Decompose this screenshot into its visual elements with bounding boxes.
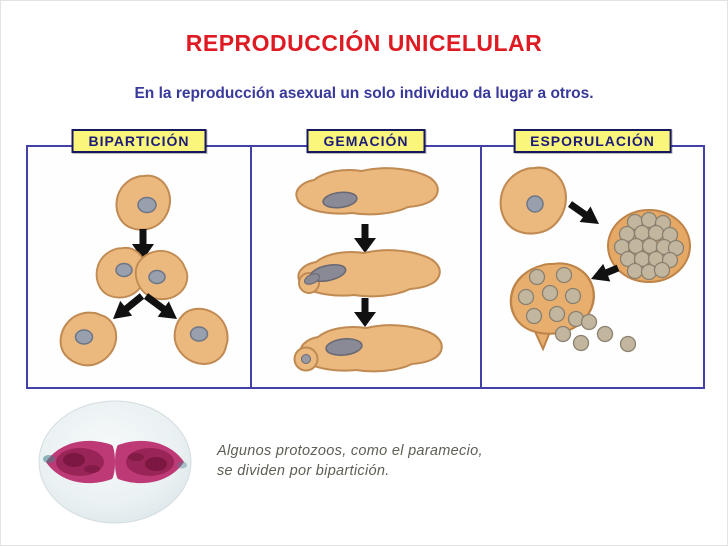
- nucleus: [74, 329, 94, 345]
- bursting-cell: [509, 262, 596, 352]
- amoeba-cell-with-bud: [293, 324, 443, 373]
- panel-header-biparticion: BIPARTICIÓN: [71, 129, 207, 153]
- esporulacion-diagram: [499, 166, 691, 353]
- released-spores: [554, 313, 637, 353]
- amoeba-cell-budding: [297, 249, 441, 298]
- panel-gemacion: GEMACIÓN: [250, 129, 480, 387]
- arrow-down-icon: [354, 224, 376, 253]
- arrow-left-down-icon: [587, 263, 620, 288]
- panel-label-biparticion: BIPARTICIÓN: [88, 133, 190, 149]
- panel-header-esporulacion: ESPORULACIÓN: [513, 129, 672, 153]
- arrow-down-right-icon: [143, 293, 183, 327]
- stained-dividing-cells: [43, 440, 187, 484]
- subtitle: En la reproducción asexual un solo indiv…: [134, 85, 594, 102]
- nucleus: [115, 262, 133, 278]
- panel-esporulacion: ESPORULACIÓN: [480, 129, 703, 387]
- panels-container: BIPARTICIÓN: [26, 129, 705, 389]
- caption-line-2: se dividen por bipartición.: [217, 463, 390, 479]
- nucleus: [148, 269, 166, 285]
- panel-label-esporulacion: ESPORULACIÓN: [530, 133, 655, 149]
- mother-cell: [499, 166, 567, 235]
- spore-filled-cell: [607, 209, 691, 283]
- paramecium-photo: [38, 400, 192, 524]
- amoeba-cell-1: [295, 167, 439, 216]
- nucleus: [137, 196, 157, 214]
- arrow-right-down-icon: [567, 201, 605, 232]
- caption: Algunos protozoos, como el paramecio, se…: [217, 441, 483, 481]
- panel-header-gemacion: GEMACIÓN: [306, 129, 426, 153]
- nucleus: [189, 326, 209, 342]
- arrow-down-icon: [132, 229, 154, 260]
- slide-title: REPRODUCCIÓN UNICELULAR: [185, 30, 543, 56]
- arrow-down-left-icon: [107, 293, 145, 327]
- caption-line-1: Algunos protozoos, como el paramecio,: [217, 443, 483, 459]
- gemacion-diagram: [293, 167, 443, 373]
- panel-biparticion: BIPARTICIÓN: [28, 129, 250, 387]
- panel-label-gemacion: GEMACIÓN: [323, 133, 409, 149]
- biparticion-diagram: [51, 174, 237, 376]
- arrow-down-icon: [354, 298, 376, 327]
